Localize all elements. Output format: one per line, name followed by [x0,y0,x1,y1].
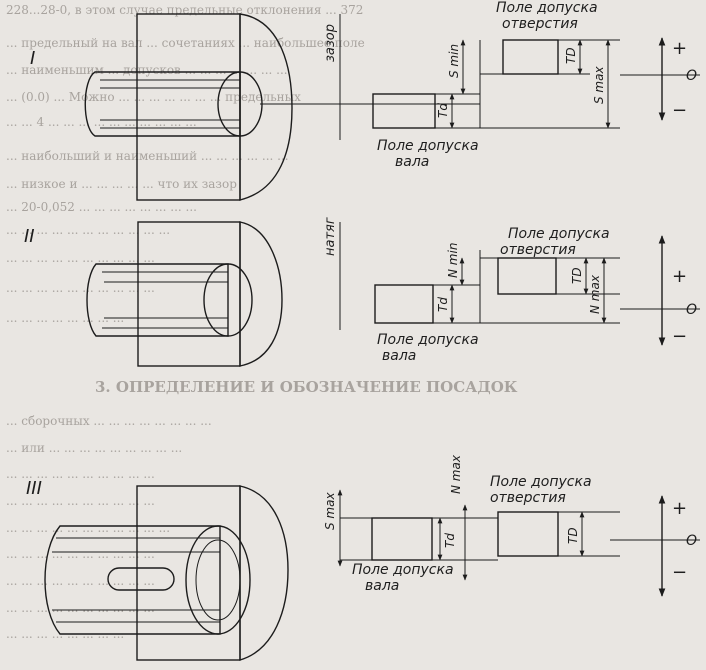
bg-line: ... наибольший и наименьший ... ... ... … [6,149,289,163]
hole-field-label: Поле допуска [496,0,598,16]
bg-line: ... сборочных ... ... ... ... ... ... ..… [6,414,212,428]
panel-1: I зазор S min Td TD S max + [30,0,700,201]
shaft-tolerance-field [371,517,433,561]
hole-tolerance-field [497,257,557,295]
min-interference-label: N min [446,243,460,278]
panel-number: II [24,226,35,247]
zero-line-label: O [686,533,697,549]
minus-sign: − [672,562,687,583]
hole-field-label: отверстия [500,242,576,258]
hole-part-section [137,221,241,367]
minus-sign: − [672,100,687,121]
panel-number: I [30,48,35,69]
max-interference-label: N max [588,274,602,314]
minus-sign: − [672,326,687,347]
shaft-end [203,263,253,337]
hole-tolerance-field [497,511,559,557]
shaft-tolerance-td: Td [443,533,457,548]
bg-line: ... ... ... ... ... ... ... ... ... ... [6,251,155,265]
shaft-field-label: Поле допуска [377,332,479,348]
shaft-tolerance-td: Td [436,297,450,312]
min-clearance-label: S min [447,44,461,78]
shaft-field-label: Поле допуска [352,562,454,578]
keyway [107,567,175,591]
bg-line: ... наименьшим ... допусков ... ... ... … [6,63,288,77]
bg-line: ... ... ... ... ... ... ... ... ... ... [6,574,155,588]
hole-field-label: Поле допуска [508,226,610,242]
shaft-field-label: вала [365,578,399,594]
bg-line: ... (0.0) ... Можно ... ... ... ... ... … [6,90,301,104]
background-text: 228...28-0, в этом случае предельные отк… [6,3,518,641]
bg-line: ... или ... ... ... ... ... ... ... ... … [6,441,182,455]
bg-line: ... ... ... ... ... ... ... ... ... ... [6,601,155,615]
bg-line: ... ... ... ... ... ... ... ... ... ... … [6,521,170,535]
bg-line: ... ... ... ... ... ... ... ... ... ... … [6,223,170,237]
max-interference-label: N max [449,454,463,494]
section-heading: 3. ОПРЕДЕЛЕНИЕ И ОБОЗНАЧЕНИЕ ПОСАДОК [95,378,518,396]
hole-tolerance-field [502,39,559,75]
hub-flange [239,13,293,201]
shaft [44,525,221,635]
bg-line: 228...28-0, в этом случае предельные отк… [6,3,363,17]
gap-label: зазор [323,24,338,62]
hole-field-label: отверстия [502,16,578,32]
hole-tolerance-td: TD [566,527,580,544]
bg-line: ... ... ... ... ... ... ... ... ... ... [6,494,155,508]
shaft [84,71,241,137]
shaft-field-label: Поле допуска [377,138,479,154]
bg-line: ... ... ... ... ... ... ... ... ... ... [6,281,155,295]
panel-number: III [26,478,42,499]
hole-field-label: отверстия [490,490,566,506]
max-clearance-label: S max [323,492,337,530]
plus-sign: + [672,498,687,519]
shaft-tolerance-td: Td [436,103,450,118]
hub-flange [239,485,289,661]
panel-2: II натяг N min Td TD N max + O − Поле до… [24,217,700,367]
hole-field-label: Поле допуска [490,474,592,490]
shaft-field-label: вала [395,154,429,170]
shaft-end [185,525,251,635]
bg-line: ... ... ... ... ... ... ... ... [6,311,124,325]
zero-line-label: O [686,68,697,84]
bg-line: ... 20-0,052 ... ... ... ... ... ... ...… [6,200,197,214]
bg-line: ... низкое и ... ... ... ... ... что их … [6,177,237,191]
hub-flange [239,221,283,367]
plus-sign: + [672,266,687,287]
zero-line-label: O [686,302,697,318]
shaft [86,263,229,337]
bg-line: ... ... 4 ... ... ... ... ... ... ... ..… [6,115,197,129]
shaft-tolerance-field [372,93,436,129]
plus-sign: + [672,38,687,59]
panel-3: III S max N max Td TD + O − Поле допуска… [26,454,700,661]
hole-tolerance-td: TD [570,267,584,284]
hole-tolerance-td: TD [564,47,578,64]
bg-line: ... предельный на вал ... сочетаниях ...… [6,36,365,50]
bg-line: ... ... ... ... ... ... ... ... ... ... [6,547,155,561]
interference-label: натяг [323,217,338,256]
max-clearance-label: S max [592,66,606,104]
shaft-tolerance-field [374,284,434,324]
shaft-field-label: вала [382,348,416,364]
bg-line: ... ... ... ... ... ... ... ... ... ... [6,467,155,481]
